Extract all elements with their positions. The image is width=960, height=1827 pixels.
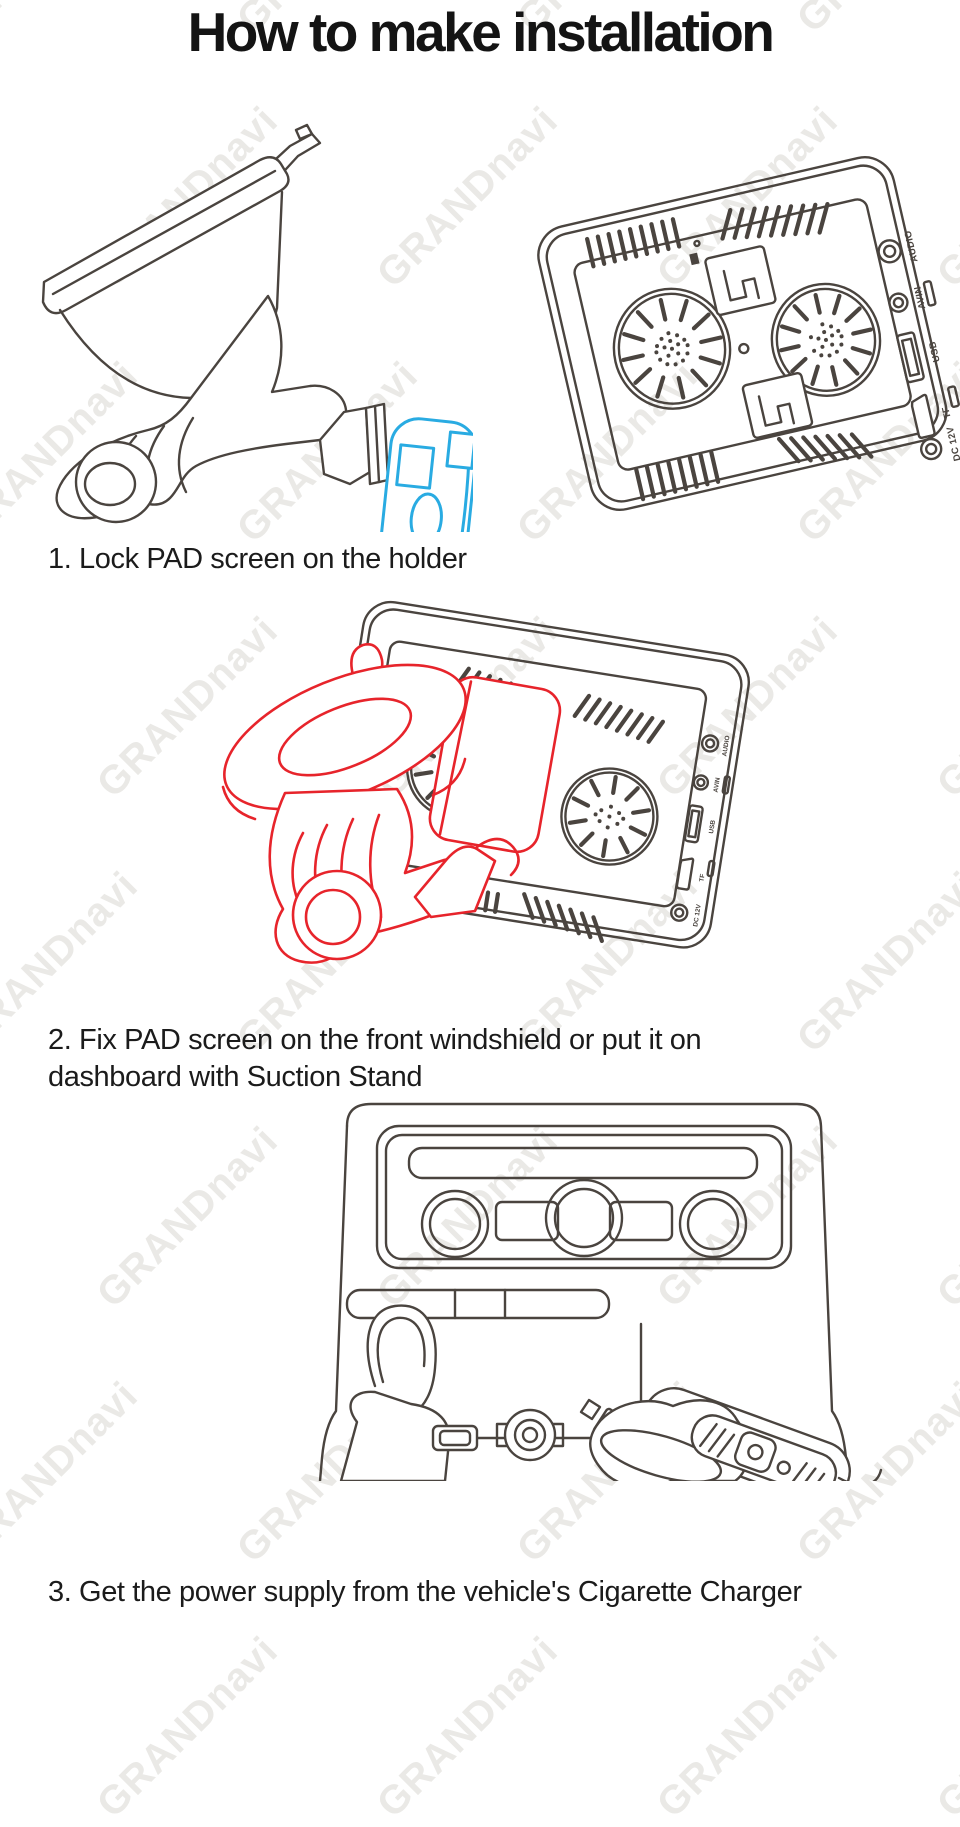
illustration-step1-device-back: AUDIO AVIN USB TF DC 12V [537, 156, 960, 511]
page-title: How to make installation [187, 1, 775, 63]
storage-slot [431, 1424, 479, 1452]
port-usb-label: USB [708, 819, 717, 834]
console-drawing [318, 1102, 883, 1481]
plug-button [733, 1431, 777, 1473]
suction-mount-drawing [41, 123, 390, 524]
step3-caption: 3. Get the power supply from the vehicle… [48, 1574, 802, 1611]
caption-line: 2. Fix PAD screen on the front windshiel… [48, 1024, 702, 1056]
knob-left [420, 1189, 490, 1259]
side-ports: AUDIO AVIN USB TF DC 12V [670, 734, 731, 927]
watermark-text: GRANDnavi [648, 1628, 847, 1827]
vent-slats [720, 201, 830, 241]
port-avin: AVIN [888, 285, 928, 313]
port-audio-label: AUDIO [721, 735, 731, 757]
watermark-text: GRANDnavi [928, 1118, 960, 1317]
mount-slot-lower [741, 372, 814, 439]
screw-hole [738, 342, 750, 355]
edge-chip [947, 385, 960, 408]
console-edge-right [345, 1102, 850, 1481]
step2-caption: 2. Fix PAD screen on the front windshiel… [48, 1022, 702, 1096]
step1-caption: 1. Lock PAD screen on the holder [48, 541, 467, 578]
sd-card-icon [689, 252, 700, 266]
port-avin-label: AVIN [713, 777, 722, 793]
knob-center [544, 1178, 624, 1258]
port-usb-label: USB [927, 340, 942, 363]
watermark-text: GRANDnavi [928, 608, 960, 807]
port-usb: USB [896, 331, 943, 384]
plug-tip [579, 1398, 602, 1421]
plug-faceplate [690, 1414, 838, 1481]
button-cluster [494, 1200, 560, 1242]
illustration-step1-holder [41, 123, 473, 532]
button-cluster [608, 1200, 674, 1242]
illustration-step3-console [318, 1102, 883, 1481]
console-edge-left [318, 1124, 349, 1481]
mount-arm [413, 845, 497, 919]
watermark-text: GRANDnavi [0, 1373, 147, 1572]
climate-panel [375, 1124, 793, 1270]
device-outline [537, 156, 948, 511]
mount-slot-upper [704, 245, 777, 317]
vent-slats [572, 693, 666, 744]
caption-line: dashboard with Suction Stand [48, 1061, 423, 1093]
vent-slats [585, 217, 682, 269]
edge-chip [922, 280, 937, 307]
port-tf-label: TF [940, 405, 953, 419]
port-dc-label: DC 12V [945, 425, 960, 462]
cup-edge-lines [221, 757, 467, 821]
caption-line: 3. Get the power supply from the vehicle… [48, 1576, 802, 1608]
port-tf: TF [910, 393, 954, 440]
watermark-text: GRANDnavi [928, 1628, 960, 1827]
caption-line: 1. Lock PAD screen on the holder [48, 543, 467, 575]
vent-slats [634, 450, 721, 502]
port-dc-label: DC 12V [692, 903, 703, 927]
port-avin-label: AVIN [912, 285, 928, 310]
watermark-text: GRANDnavi [88, 1118, 287, 1317]
gear-shifter [339, 1304, 451, 1481]
cigarette-charger-plug [579, 1387, 883, 1481]
watermark-text: GRANDnavi [368, 1628, 567, 1827]
speaker-grille-left [612, 287, 732, 410]
vent-slats [522, 892, 604, 944]
watermark-text: GRANDnavi [88, 1628, 287, 1827]
ball-joint [475, 837, 520, 877]
speaker-grille-right [770, 282, 882, 397]
power-cord [837, 1468, 883, 1481]
suction-mount-red [221, 643, 562, 964]
display-slot [407, 1146, 759, 1180]
vent-slats [776, 432, 874, 464]
cigarette-lighter-socket [495, 1408, 565, 1462]
speaker-grille-right [560, 767, 659, 866]
port-tf-label: TF [698, 873, 706, 882]
illustration-step2-mount-on-device: AUDIO AVIN USB TF DC 12V [221, 600, 750, 964]
port-audio-label: AUDIO [903, 229, 921, 263]
finger [599, 1429, 723, 1481]
knob-right [678, 1189, 748, 1259]
mount-plate-blue [375, 417, 473, 532]
vent-strip [345, 1288, 611, 1320]
port-dc: DC 12V [919, 425, 960, 462]
suction-cup-rim [41, 156, 290, 315]
watermark-text: GRANDnavi [788, 863, 960, 1062]
